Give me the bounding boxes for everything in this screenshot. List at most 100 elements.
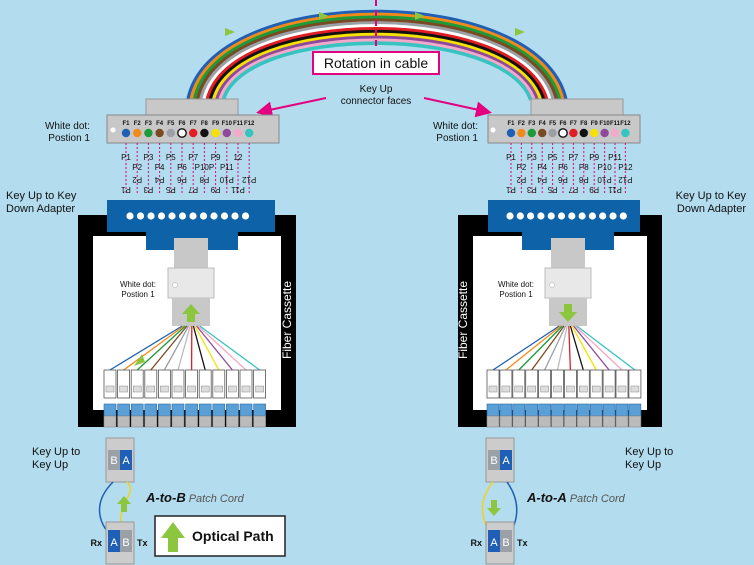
lc-port [499,369,513,399]
right-upper-b-label: B [490,455,497,467]
connector-fiber-dot [590,128,599,138]
connector-fiber-dot [517,128,526,138]
lc-port [225,369,239,399]
connector-fiber-dot [600,128,609,138]
lc-adapter-cell [564,403,577,417]
adapter-hole [588,212,597,220]
lc-port [628,369,642,399]
right-inner-white-dot [549,282,555,288]
fanout-fiber [531,325,565,371]
right-patch-arrow-icon [487,500,501,516]
adapter-position-label: P1 [506,185,516,194]
right-upper-b-cell [488,450,500,470]
adapter-position-label: P5 [547,185,557,194]
connector-fiber-label: F9 [591,121,599,127]
adapter-hole [147,212,155,220]
left-white-dot-label-2: Postion 1 [48,133,90,144]
position-label: P7 [569,153,579,162]
left-inner-white-dot-label-1: White dot: [120,280,156,289]
connector-fiber-dot [538,128,547,138]
right-fanout-fibers [492,325,636,371]
adapter-hole [527,212,535,220]
fanout-fiber [505,325,562,371]
connector-fiber-label: F1 [122,121,130,127]
connector-fiber-dot [200,128,209,138]
lc-port-latch [200,385,210,393]
position-label: P1 [506,153,516,162]
lc-adapter-cell [615,403,629,417]
lc-adapter-cell [117,403,130,417]
lc-port [130,369,144,399]
right-adapter-holes [506,212,627,220]
adapter-position-label: P5 [165,185,175,194]
lc-adapter-cell [551,403,564,417]
fanout-fiber [573,325,610,371]
right-adapter-label-2: Down Adapter [677,203,746,215]
fanout-fiber [576,325,636,371]
lc-adapter-base [239,415,253,428]
adapter-hole [241,212,250,220]
adapter-hole [599,212,607,220]
left-lower-b-label: B [122,537,129,549]
adapter-hole [231,212,239,220]
lc-adapter-base [499,415,513,428]
adapter-hole [619,212,627,220]
lc-port-latch [132,385,142,393]
lc-adapter-cell [589,403,603,417]
fanout-fiber [192,325,206,371]
adapter-position-label: P12 [242,175,257,184]
connector-fiber-label: F11 [610,121,621,127]
adapter-hole [168,212,176,220]
fanout-fiber [150,325,188,371]
position-label: P10 [597,163,612,172]
left-upper-a-label: A [122,455,130,467]
connector-fiber-label: F2 [134,121,142,127]
lc-adapter-cell [499,403,513,417]
right-lc-ports [486,369,642,428]
adapter-hole [516,212,524,220]
right-connector-boot [530,98,624,117]
position-label: P3 [144,153,154,162]
lc-adapter-cell [525,403,539,417]
adapter-position-label: P2 [516,175,526,184]
connector-fiber-label: F6 [178,121,186,127]
right-connector-fiber-dots [506,128,630,138]
lc-port [171,369,185,399]
position-label: P2 [517,163,527,172]
fanout-fiber [199,325,260,371]
position-label: P1 [121,153,131,162]
fanout-fiber [544,325,567,371]
cable-fiber [202,24,552,101]
fanout-fiber [136,325,186,371]
fanout-fiber [518,325,563,371]
right-lower-a-cell [488,530,500,552]
right-upper-a-label: A [502,455,510,467]
connector-fiber-label: F4 [156,121,164,127]
connector-fiber-label: F9 [212,121,220,127]
connector-fiber-dot [211,128,220,138]
lc-adapter-cell [239,403,253,417]
adapter-hole [578,212,586,220]
lc-adapter-cell [602,403,616,417]
lc-port-latch [604,385,614,393]
lc-port-latch [488,385,498,393]
lc-port-latch [514,385,524,393]
adapter-position-label: P1 [121,185,131,194]
connector-fiber-dot [222,128,231,138]
left-inner-white-dot-label-2: Postion 1 [121,290,155,299]
left-lower-a-cell [108,530,120,552]
left-fanout-fibers [109,325,260,371]
key-up-faces-label-1: Key Up [360,84,393,95]
left-adapter-label-2: Down Adapter [6,203,75,215]
lc-adapter-base [185,415,198,428]
connector-fiber-dot [121,128,131,138]
adapter-position-label: P4 [154,175,164,184]
connector-fiber-dot [245,128,254,138]
lc-adapter-base [103,415,117,428]
right-upper-a-cell [500,450,512,470]
lc-adapter-base [538,415,551,428]
adapter-position-label: P12 [618,175,633,184]
